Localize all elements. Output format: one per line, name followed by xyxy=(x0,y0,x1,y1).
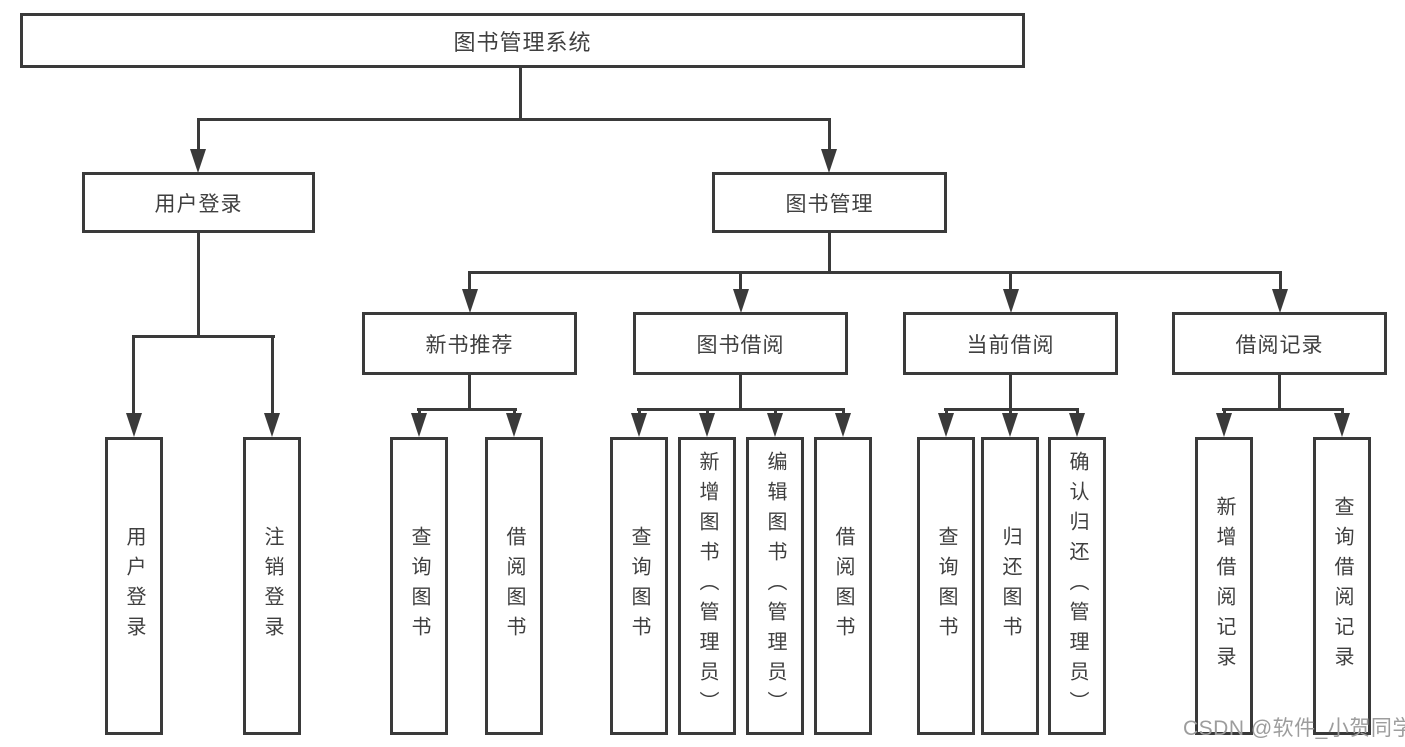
connector-line xyxy=(945,408,948,415)
leaf-recommend-borrow-books: 借阅图书 xyxy=(485,437,543,735)
connector-line xyxy=(842,408,845,415)
node-new-book-recommend: 新书推荐 xyxy=(362,312,577,375)
arrow-down-icon xyxy=(1069,413,1085,437)
arrow-down-icon xyxy=(411,413,427,437)
leaf-edit-books-admin-label: 编辑图书（管理员） xyxy=(764,451,786,721)
connector-line xyxy=(1076,408,1079,415)
node-current-borrowing-label: 当前借阅 xyxy=(966,333,1055,357)
node-root: 图书管理系统 xyxy=(20,13,1025,68)
node-new-book-recommend-label: 新书推荐 xyxy=(425,333,514,357)
connector-line xyxy=(1223,408,1226,415)
arrow-down-icon xyxy=(190,149,206,173)
leaf-edit-books-admin: 编辑图书（管理员） xyxy=(746,437,804,735)
leaf-current-query-books: 查询图书 xyxy=(917,437,975,735)
node-book-borrowing-label: 图书借阅 xyxy=(696,333,785,357)
node-book-management: 图书管理 xyxy=(712,172,947,233)
connector-line xyxy=(637,408,845,411)
arrow-down-icon xyxy=(938,413,954,437)
node-user-login: 用户登录 xyxy=(82,172,315,233)
connector-line xyxy=(132,335,275,338)
connector-line xyxy=(271,335,274,414)
csdn-watermark: CSDN @软件_小贺同学 xyxy=(1183,717,1405,740)
connector-line xyxy=(1341,408,1344,415)
leaf-logout-label: 注销登录 xyxy=(261,526,283,646)
connector-line xyxy=(132,335,135,414)
connector-line xyxy=(468,375,471,410)
leaf-add-books-admin: 新增图书（管理员） xyxy=(678,437,736,735)
leaf-user-login-label: 用户登录 xyxy=(123,526,145,646)
leaf-return-books: 归还图书 xyxy=(981,437,1039,735)
leaf-query-borrow-record: 查询借阅记录 xyxy=(1313,437,1371,735)
arrow-down-icon xyxy=(1272,289,1288,313)
node-book-management-label: 图书管理 xyxy=(785,192,874,216)
arrow-down-icon xyxy=(1002,413,1018,437)
connector-line xyxy=(468,271,1282,274)
leaf-confirm-return-admin: 确认归还（管理员） xyxy=(1048,437,1106,735)
leaf-return-books-label: 归还图书 xyxy=(999,526,1021,646)
node-user-login-label: 用户登录 xyxy=(154,192,243,216)
connector-line xyxy=(1009,271,1012,291)
leaf-current-query-books-label: 查询图书 xyxy=(935,526,957,646)
node-current-borrowing: 当前借阅 xyxy=(903,312,1118,375)
connector-line xyxy=(1279,271,1282,291)
arrow-down-icon xyxy=(821,149,837,173)
leaf-add-borrow-record: 新增借阅记录 xyxy=(1195,437,1253,735)
connector-line xyxy=(1278,375,1281,410)
connector-line xyxy=(739,375,742,410)
arrow-down-icon xyxy=(1334,413,1350,437)
leaf-borrowing-query-books: 查询图书 xyxy=(610,437,668,735)
node-borrowing-records: 借阅记录 xyxy=(1172,312,1387,375)
node-borrowing-records-label: 借阅记录 xyxy=(1235,333,1324,357)
leaf-recommend-query-books-label: 查询图书 xyxy=(408,526,430,646)
connector-line xyxy=(513,408,516,415)
connector-line xyxy=(706,408,709,415)
connector-line xyxy=(638,408,641,415)
connector-line xyxy=(1009,408,1012,415)
arrow-down-icon xyxy=(126,413,142,437)
connector-line xyxy=(519,67,522,120)
leaf-recommend-query-books: 查询图书 xyxy=(390,437,448,735)
leaf-confirm-return-admin-label: 确认归还（管理员） xyxy=(1066,451,1088,721)
arrow-down-icon xyxy=(506,413,522,437)
node-root-label: 图书管理系统 xyxy=(453,29,592,55)
connector-line xyxy=(197,118,831,121)
connector-line xyxy=(1222,408,1344,411)
leaf-borrowing-query-books-label: 查询图书 xyxy=(628,526,650,646)
connector-line xyxy=(739,271,742,291)
arrow-down-icon xyxy=(733,289,749,313)
arrow-down-icon xyxy=(699,413,715,437)
leaf-user-login: 用户登录 xyxy=(105,437,163,735)
connector-line xyxy=(197,118,200,151)
arrow-down-icon xyxy=(767,413,783,437)
arrow-down-icon xyxy=(631,413,647,437)
connector-line xyxy=(468,271,471,291)
arrow-down-icon xyxy=(1003,289,1019,313)
connector-line xyxy=(197,233,200,337)
connector-line xyxy=(418,408,421,415)
leaf-recommend-borrow-books-label: 借阅图书 xyxy=(503,526,525,646)
leaf-borrowing-borrow-books: 借阅图书 xyxy=(814,437,872,735)
leaf-add-books-admin-label: 新增图书（管理员） xyxy=(696,451,718,721)
connector-line xyxy=(417,408,517,411)
leaf-add-borrow-record-label: 新增借阅记录 xyxy=(1213,496,1235,676)
arrow-down-icon xyxy=(462,289,478,313)
connector-line xyxy=(828,233,831,273)
leaf-borrowing-borrow-books-label: 借阅图书 xyxy=(832,526,854,646)
connector-line xyxy=(774,408,777,415)
arrow-down-icon xyxy=(835,413,851,437)
arrow-down-icon xyxy=(1216,413,1232,437)
leaf-logout: 注销登录 xyxy=(243,437,301,735)
node-book-borrowing: 图书借阅 xyxy=(633,312,848,375)
leaf-query-borrow-record-label: 查询借阅记录 xyxy=(1331,496,1353,676)
arrow-down-icon xyxy=(264,413,280,437)
connector-line xyxy=(828,118,831,151)
connector-line xyxy=(1009,375,1012,410)
